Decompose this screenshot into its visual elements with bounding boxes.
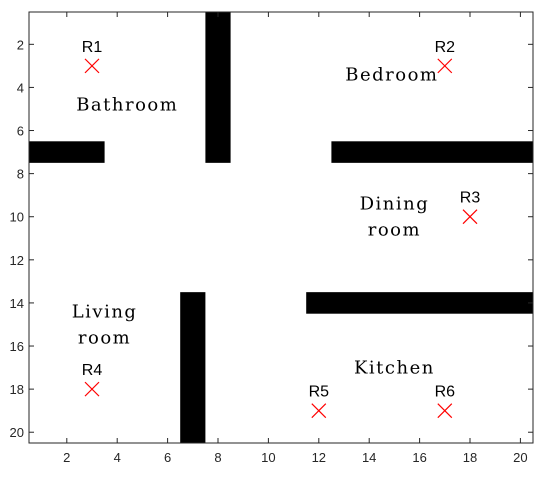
room-label-3-line-2: room (368, 220, 421, 241)
router-marker-r3-b (462, 209, 478, 225)
room-label-5-line-1: Kitchen (354, 358, 435, 379)
y-tick-label-4: 4 (17, 80, 24, 95)
room-label-4-line-1: Living (72, 301, 138, 322)
wall-5 (180, 292, 206, 443)
wall-4 (306, 292, 533, 314)
router-marker-r2-b (437, 58, 453, 74)
y-tick-label-8: 8 (17, 167, 24, 182)
x-tick-label-6: 6 (164, 450, 171, 465)
router-label-r2: R2 (435, 39, 456, 56)
plot-area (29, 12, 533, 443)
wall-2 (29, 141, 105, 163)
x-tick-label-4: 4 (114, 450, 121, 465)
room-label-2-line-1: Bedroom (345, 64, 438, 85)
x-tick-label-20: 20 (513, 450, 527, 465)
x-tick-label-14: 14 (362, 450, 376, 465)
y-tick-label-6: 6 (17, 124, 24, 139)
axes-frame (28, 11, 534, 444)
y-tick-label-2: 2 (17, 37, 24, 52)
router-label-r5: R5 (309, 384, 330, 401)
router-marker-r1-b (84, 58, 100, 74)
router-label-r6: R6 (435, 384, 456, 401)
wall-1 (205, 12, 231, 163)
router-marker-r6-b (437, 403, 453, 419)
x-tick-label-16: 16 (412, 450, 426, 465)
y-tick-label-14: 14 (10, 296, 24, 311)
wall-3 (331, 141, 533, 163)
y-tick-label-18: 18 (10, 382, 24, 397)
x-tick-label-10: 10 (261, 450, 275, 465)
router-marker-r4-b (84, 381, 100, 397)
router-marker-r5-b (311, 403, 327, 419)
x-tick-label-12: 12 (312, 450, 326, 465)
router-label-r4: R4 (82, 362, 103, 379)
room-label-1-line-1: Bathroom (76, 95, 178, 116)
router-label-r3: R3 (460, 190, 481, 207)
y-tick-label-12: 12 (10, 253, 24, 268)
x-tick-label-2: 2 (63, 450, 70, 465)
x-tick-label-18: 18 (463, 450, 477, 465)
y-tick-label-10: 10 (10, 210, 24, 225)
y-tick-label-16: 16 (10, 339, 24, 354)
room-label-4-line-2: room (78, 327, 131, 348)
x-tick-label-8: 8 (214, 450, 221, 465)
y-tick-label-20: 20 (10, 425, 24, 440)
room-label-3-line-1: Dining (360, 194, 430, 215)
router-label-r1: R1 (82, 39, 103, 56)
